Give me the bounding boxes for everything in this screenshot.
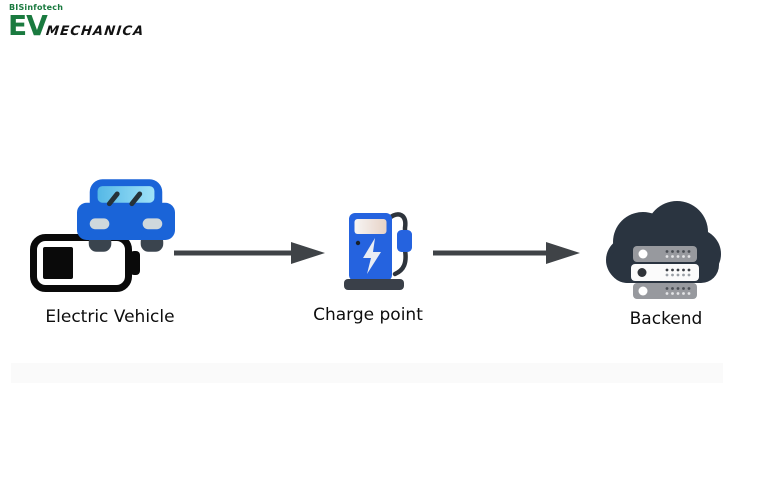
logo-brand-suffix-text: MECHANICA (45, 24, 146, 39)
charge-point-label: Charge point (313, 305, 423, 325)
logo-publisher-text: BISinfotech (9, 3, 64, 12)
evmechanica-logo: BISinfotech EV MECHANICA (8, 3, 146, 42)
logo-brand-text: EV (8, 9, 48, 42)
logo-brand-row: EV MECHANICA (8, 9, 146, 42)
arrow-right-icon (174, 242, 325, 264)
electric-vehicle-label: Electric Vehicle (45, 307, 175, 327)
charging-station-icon (344, 212, 412, 290)
backend-label: Backend (629, 309, 703, 329)
ev-car-icon (77, 179, 175, 252)
arrow-right-icon (433, 242, 580, 264)
footer-strip (11, 363, 723, 383)
cloud-server-icon (606, 201, 721, 299)
